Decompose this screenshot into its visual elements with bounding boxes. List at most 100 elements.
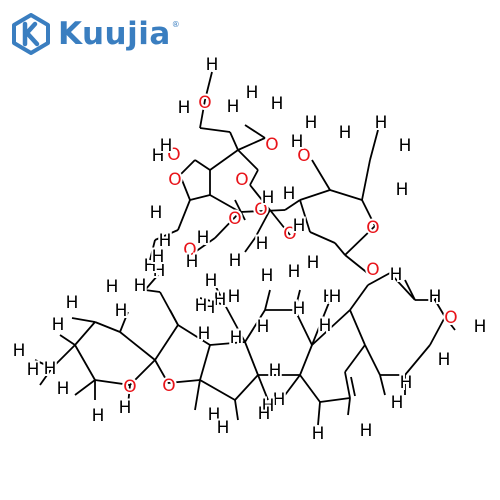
bond-line: [199, 297, 226, 306]
bond-line: [224, 304, 246, 343]
bond-line: [379, 374, 386, 396]
oxygen-atom-label: O: [162, 376, 175, 396]
bond-line: [311, 299, 331, 346]
bond-line: [74, 379, 96, 396]
hydrogen-atom-label: H: [229, 251, 242, 271]
hydrogen-atom-label: H: [256, 234, 269, 254]
bond-line: [317, 401, 321, 426]
bond-line: [299, 374, 321, 403]
bond-line: [199, 344, 211, 381]
hydrogen-atom-label: H: [391, 393, 404, 413]
hydrogen-atom-label: H: [197, 228, 210, 248]
oxygen-atom-label: O: [366, 260, 379, 280]
bond-line: [214, 211, 241, 239]
bond-line: [319, 397, 351, 403]
hydrogen-atom-label: H: [291, 132, 304, 152]
bond-line: [199, 127, 231, 133]
bond-line: [194, 237, 216, 253]
hydrogen-atom-label: H: [106, 277, 119, 297]
bond-line: [299, 344, 313, 376]
hydrogen-atom-label: H: [52, 315, 65, 335]
hydrogen-atom-label: H: [178, 98, 191, 118]
hydrogen-atom-label: H: [186, 252, 199, 272]
oxygen-atom-label: O: [183, 240, 196, 260]
hydrogen-atom-label: H: [360, 421, 373, 441]
bond-line: [344, 344, 366, 373]
hydrogen-atom-label: H: [92, 406, 105, 426]
oxygen-atom-label: O: [444, 308, 457, 328]
bond-line: [59, 334, 76, 346]
oxygen-atom-label: O: [366, 218, 379, 238]
bond-line: [119, 331, 156, 361]
bond-line: [434, 299, 446, 318]
bond-line: [361, 199, 376, 227]
oxygen-atom-label: O: [167, 145, 180, 165]
hydrogen-atom-label: H: [312, 424, 325, 444]
bond-line: [71, 317, 96, 323]
bond-line: [429, 316, 446, 346]
bond-line: [34, 359, 53, 369]
hydrogen-atom-label: H: [438, 350, 451, 370]
hydrogen-atom-label: H: [217, 418, 230, 438]
bond-line: [119, 311, 129, 333]
hydrogen-atom-label: H: [150, 203, 163, 223]
bond-line: [237, 149, 259, 171]
bond-line: [444, 316, 456, 331]
hydrogen-atom-label: H: [339, 123, 352, 143]
bond-line: [389, 272, 416, 301]
bond-line: [51, 344, 76, 369]
bond-line: [177, 324, 211, 346]
oxygen-atom-label: O: [123, 377, 136, 397]
hydrogen-atom-label: H: [262, 188, 275, 208]
oxygen-atom-label: O: [228, 209, 241, 229]
bond-line: [299, 189, 331, 201]
hydrogen-atom-label: H: [288, 262, 301, 282]
bond-line: [364, 344, 381, 376]
hydrogen-atom-label: H: [205, 271, 218, 291]
bond-line: [154, 359, 169, 384]
bond-line: [244, 124, 266, 139]
bond-line: [234, 374, 259, 401]
oxygen-atom-label: O: [283, 224, 296, 244]
kuujia-logo-icon: [12, 13, 50, 55]
hydrogen-atom-label: H: [159, 231, 172, 251]
bond-line: [269, 209, 291, 236]
bond-line: [74, 344, 96, 381]
oxygen-atom-label: O: [265, 135, 278, 155]
hydrogen-atom-label: H: [203, 298, 216, 318]
bond-line: [94, 321, 121, 333]
oxygen-atom-label: O: [198, 93, 211, 113]
hydrogen-atom-label: H: [152, 146, 165, 166]
bond-line: [311, 159, 331, 191]
hydrogen-atom-label: H: [257, 317, 270, 337]
hydrogen-atom-label: H: [293, 216, 306, 236]
bond-line: [311, 309, 351, 346]
bond-line: [294, 289, 301, 311]
hydrogen-atom-label: H: [206, 55, 219, 75]
hydrogen-atom-label: H: [246, 83, 259, 103]
hydrogen-atom-label: H: [474, 317, 487, 337]
bond-layer: [34, 71, 456, 426]
hydrogen-atom-label: H: [329, 287, 342, 307]
bond-line: [209, 341, 246, 346]
hydrogen-atom-label: H: [228, 287, 241, 307]
hydrogen-atom-label: H: [153, 261, 166, 281]
bond-line: [229, 131, 239, 151]
hydrogen-atom-label: H: [44, 359, 57, 379]
hydrogen-atom-label: H: [375, 113, 388, 133]
hydrogen-atom-label: H: [399, 136, 412, 156]
bond-line: [244, 237, 256, 253]
bond-line: [39, 367, 53, 386]
bond-line: [329, 289, 341, 301]
hydrogen-atom-label: H: [271, 94, 284, 114]
bond-line: [350, 376, 356, 397]
bond-line: [177, 199, 191, 231]
bond-line: [167, 379, 201, 384]
hydrogen-atom-label: H: [293, 299, 306, 319]
hydrogen-atom-label: H: [214, 290, 227, 310]
bond-line: [244, 309, 266, 343]
hydrogen-atom-label: H: [13, 341, 26, 361]
bond-line: [74, 321, 96, 346]
bond-line: [234, 199, 246, 221]
